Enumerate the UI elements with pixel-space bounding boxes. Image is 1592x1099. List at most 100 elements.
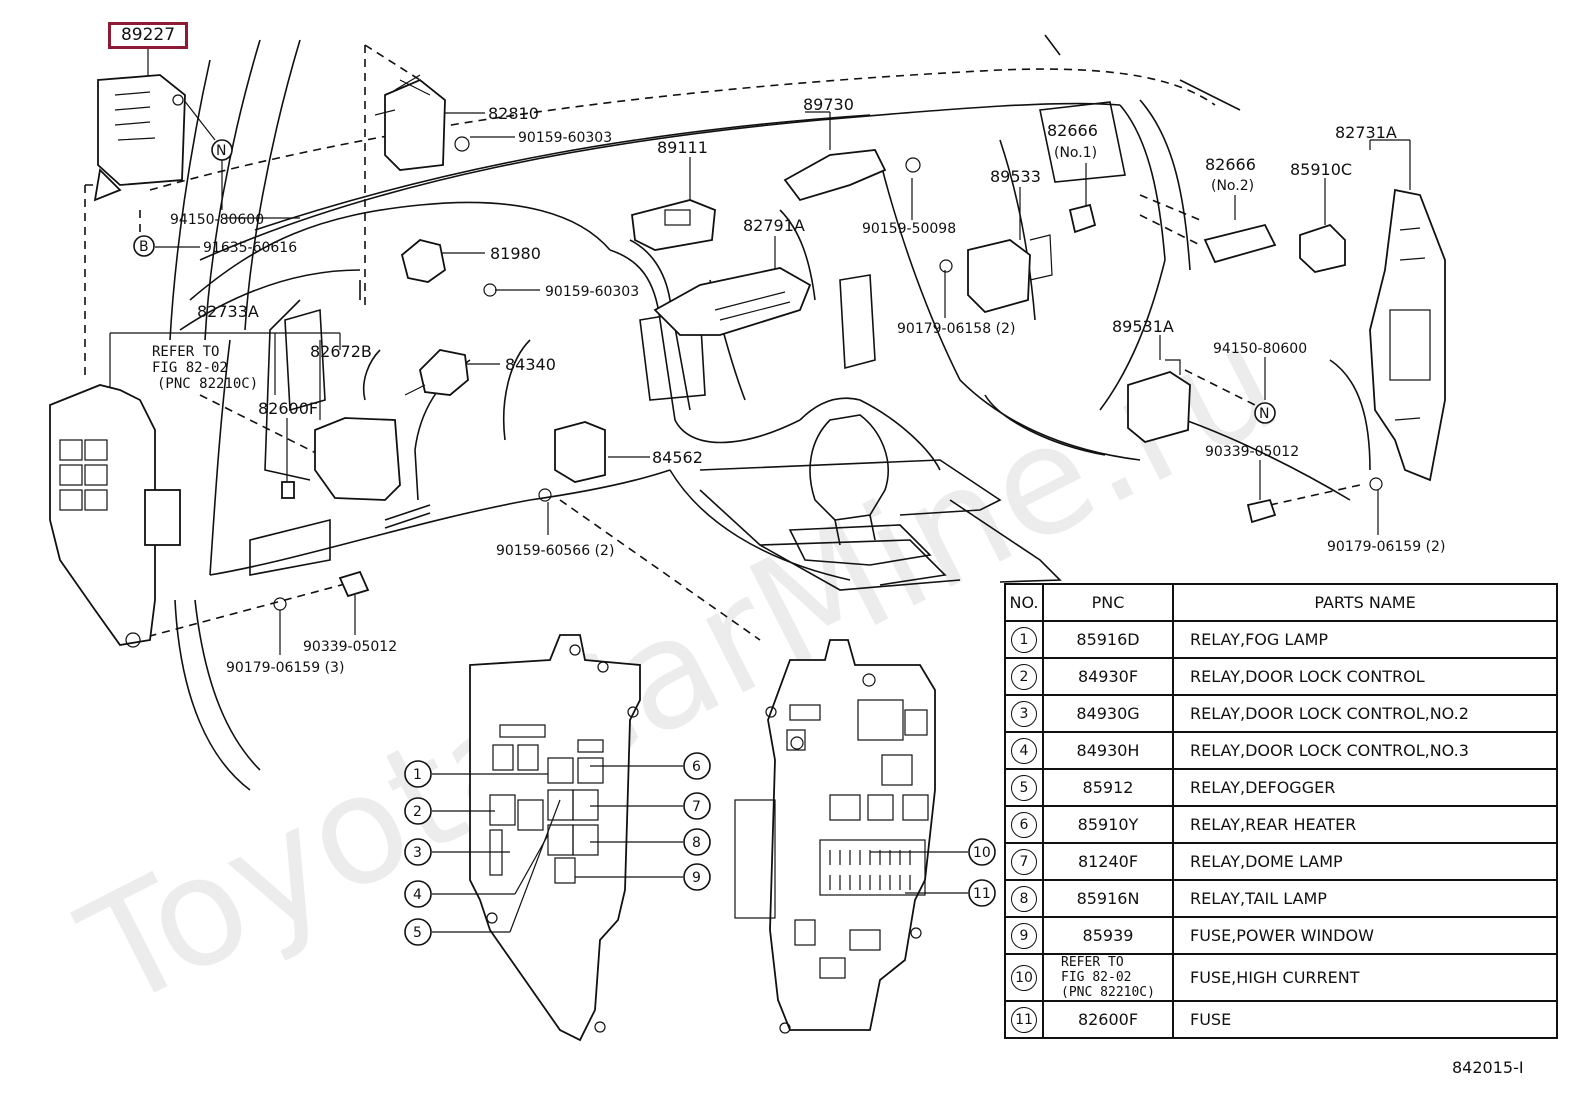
callout-85910C: 85910C [1290, 160, 1352, 179]
row-name: RELAY,DOOR LOCK CONTROL,NO.3 [1172, 731, 1558, 770]
table-row: 3 84930G RELAY,DOOR LOCK CONTROL,NO.2 [1004, 694, 1558, 733]
row-number: 9 [1011, 922, 1037, 949]
row-name: RELAY,TAIL LAMP [1172, 879, 1558, 918]
part-84562-switch [538, 421, 606, 502]
callout-90159-60303-top: 90159-60303 [518, 130, 612, 146]
svg-text:N: N [216, 143, 226, 159]
part-89227-ecu [93, 74, 186, 202]
part-90339-05012-sleeve-right [1246, 498, 1277, 524]
marker-b: B [133, 235, 155, 257]
callout-90159-60303-mid: 90159-60303 [545, 284, 639, 300]
row-pnc[interactable]: 85912 [1042, 768, 1174, 807]
table-row: 4 84930H RELAY,DOOR LOCK CONTROL,NO.3 [1004, 731, 1558, 770]
row-name: FUSE,HIGH CURRENT [1172, 953, 1558, 1002]
highlighted-part-number[interactable]: 89227 [108, 22, 188, 49]
svg-text:11: 11 [973, 886, 991, 902]
header-pnc: PNC [1042, 583, 1174, 622]
marker-n-left: N [211, 139, 233, 161]
callout-90179-06159-left: 90179-06159 (3) [226, 660, 344, 676]
row-pnc[interactable]: 85916N [1042, 879, 1174, 918]
callout-84340: 84340 [505, 355, 556, 374]
refer-note-line3: (PNC 82210C) [157, 376, 258, 392]
callout-90159-50098: 90159-50098 [862, 221, 956, 237]
callout-90339-05012-right: 90339-05012 [1205, 444, 1299, 460]
callout-82666-no1: 82666 [1047, 121, 1098, 140]
table-row: 5 85912 RELAY,DEFOGGER [1004, 768, 1558, 807]
callout-90179-06159-right: 90179-06159 (2) [1327, 539, 1445, 555]
callout-90339-05012-left: 90339-05012 [303, 639, 397, 655]
row-pnc: REFER TO FIG 82-02 (PNC 82210C) [1042, 953, 1174, 1002]
callout-89111: 89111 [657, 138, 708, 157]
junction-block-rear-view [734, 639, 936, 1034]
part-90179-06159-nut-right [1369, 477, 1383, 491]
row-pnc[interactable]: 84930G [1042, 694, 1174, 733]
part-82666-no2 [1203, 223, 1277, 264]
part-82733A-junction-block [49, 384, 181, 648]
row-name: RELAY,DEFOGGER [1172, 768, 1558, 807]
callout-90159-60566: 90159-60566 (2) [496, 543, 614, 559]
row-name: FUSE [1172, 1000, 1558, 1039]
callout-82672B: 82672B [310, 342, 372, 361]
row-name: RELAY,FOG LAMP [1172, 620, 1558, 659]
row-number: 4 [1011, 737, 1037, 764]
part-82672B-bracket [314, 417, 401, 501]
callout-89730: 89730 [803, 95, 854, 114]
figure-code: 842015-I [1452, 1058, 1524, 1077]
row-number: 1 [1011, 626, 1037, 653]
table-header-row: NO. PNC PARTS NAME [1004, 583, 1558, 622]
row-name: FUSE,POWER WINDOW [1172, 916, 1558, 955]
row-pnc[interactable]: 85939 [1042, 916, 1174, 955]
dashboard-outline [149, 34, 1371, 791]
row-pnc[interactable]: 82600F [1042, 1000, 1174, 1039]
row-pnc[interactable]: 85910Y [1042, 805, 1174, 844]
svg-text:5: 5 [413, 925, 422, 941]
part-82666-no1 [1068, 203, 1097, 234]
refer-note-line1: REFER TO [152, 344, 219, 360]
svg-text:8: 8 [692, 835, 701, 851]
part-82731A-junction [1369, 188, 1446, 482]
part-90179-06159-nut-left [273, 597, 287, 611]
svg-text:3: 3 [413, 845, 422, 861]
callout-82810: 82810 [488, 104, 539, 123]
relay-number-circles: 1 2 3 4 5 6 7 8 9 10 11 [404, 752, 996, 946]
svg-text:10: 10 [973, 845, 991, 861]
part-81980-sensor [400, 239, 497, 297]
row-number: 8 [1011, 885, 1037, 912]
callout-82600F: 82600F [258, 399, 318, 418]
row-pnc[interactable]: 84930H [1042, 731, 1174, 770]
part-89730-sensor [783, 149, 921, 202]
callout-82666-no1-sub: (No.1) [1054, 145, 1097, 161]
part-89533-relay [939, 234, 1053, 314]
callout-89531A: 89531A [1112, 317, 1174, 336]
svg-text:6: 6 [692, 759, 701, 775]
svg-text:B: B [139, 239, 149, 255]
svg-text:4: 4 [413, 887, 422, 903]
callout-94150-80600-left: 94150-80600 [170, 212, 264, 228]
svg-text:1: 1 [413, 767, 422, 783]
table-row: 8 85916N RELAY,TAIL LAMP [1004, 879, 1558, 918]
callout-89533: 89533 [990, 167, 1041, 186]
callout-91635-60616: 91635-60616 [203, 240, 297, 256]
svg-text:N: N [1259, 406, 1269, 422]
row-pnc[interactable]: 81240F [1042, 842, 1174, 881]
table-row: 2 84930F RELAY,DOOR LOCK CONTROL [1004, 657, 1558, 696]
part-85910C-relay [1299, 223, 1346, 273]
callout-82666-no2: 82666 [1205, 155, 1256, 174]
part-82810-relay [374, 74, 470, 171]
row-number: 10 [1011, 964, 1037, 991]
header-parts-name: PARTS NAME [1172, 583, 1558, 622]
callout-90179-06158: 90179-06158 (2) [897, 321, 1015, 337]
callout-81980: 81980 [490, 244, 541, 263]
row-name: RELAY,DOOR LOCK CONTROL [1172, 657, 1558, 696]
table-row: 1 85916D RELAY,FOG LAMP [1004, 620, 1558, 659]
leader-lines [84, 44, 1411, 655]
callout-labels: 82810 90159-60303 89730 89111 82666 (No.… [152, 95, 1445, 676]
table-row: 6 85910Y RELAY,REAR HEATER [1004, 805, 1558, 844]
row-pnc[interactable]: 85916D [1042, 620, 1174, 659]
part-82600F-clip [281, 481, 295, 499]
refer-note-line2: FIG 82-02 [152, 360, 228, 376]
row-number: 3 [1011, 700, 1037, 727]
callout-82666-no2-sub: (No.2) [1211, 178, 1254, 194]
row-number: 5 [1011, 774, 1037, 801]
row-pnc[interactable]: 84930F [1042, 657, 1174, 696]
